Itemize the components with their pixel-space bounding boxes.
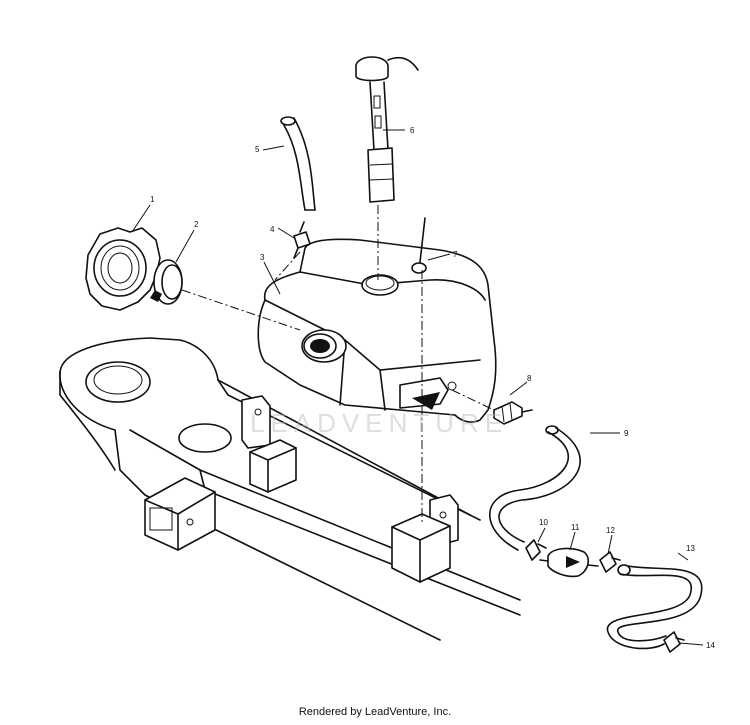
- part-number-7: 7: [453, 250, 458, 259]
- footer-credit: Rendered by LeadVenture, Inc.: [298, 706, 452, 718]
- fuel-tank: [257, 238, 497, 423]
- mount-bracket-right: [391, 494, 459, 583]
- frame: [59, 337, 521, 641]
- alignment-lines: [181, 205, 495, 525]
- part-number-10: 10: [539, 518, 548, 527]
- part-number-8: 8: [527, 374, 532, 383]
- part-number-5: 5: [255, 145, 260, 154]
- part-number-13: 13: [686, 544, 695, 553]
- mount-bracket-left: [241, 395, 297, 493]
- part-number-12: 12: [606, 526, 615, 535]
- outlet-hose: [606, 564, 703, 650]
- hose-clamp-10: [525, 539, 547, 561]
- fuel-gauge: [355, 56, 419, 203]
- part-number-labels: 1 2 3 4 5 6 7 8 9 10 11 12 13 14: [150, 126, 715, 650]
- part-number-2: 2: [194, 220, 199, 229]
- gas-cap: [85, 227, 161, 311]
- part-number-14: 14: [706, 641, 715, 650]
- hose-clamp-14: [663, 631, 685, 653]
- fuel-filter: [539, 547, 599, 578]
- part-number-11: 11: [571, 523, 580, 532]
- fuel-hose: [489, 425, 581, 551]
- leader-lines: [131, 129, 704, 646]
- watermark-text: LEADVENTURE: [250, 408, 508, 438]
- part-number-9: 9: [624, 429, 629, 438]
- part-number-1: 1: [150, 195, 155, 204]
- outlet-fitting: [493, 401, 533, 425]
- gasket: [150, 259, 183, 305]
- vent-fitting: [293, 221, 311, 259]
- part-number-4: 4: [270, 225, 275, 234]
- part-number-6: 6: [410, 126, 415, 135]
- vent-hose: [280, 116, 316, 211]
- part-number-3: 3: [260, 253, 265, 262]
- hose-clamp-12: [599, 551, 621, 573]
- fuel-pickup: [411, 217, 427, 274]
